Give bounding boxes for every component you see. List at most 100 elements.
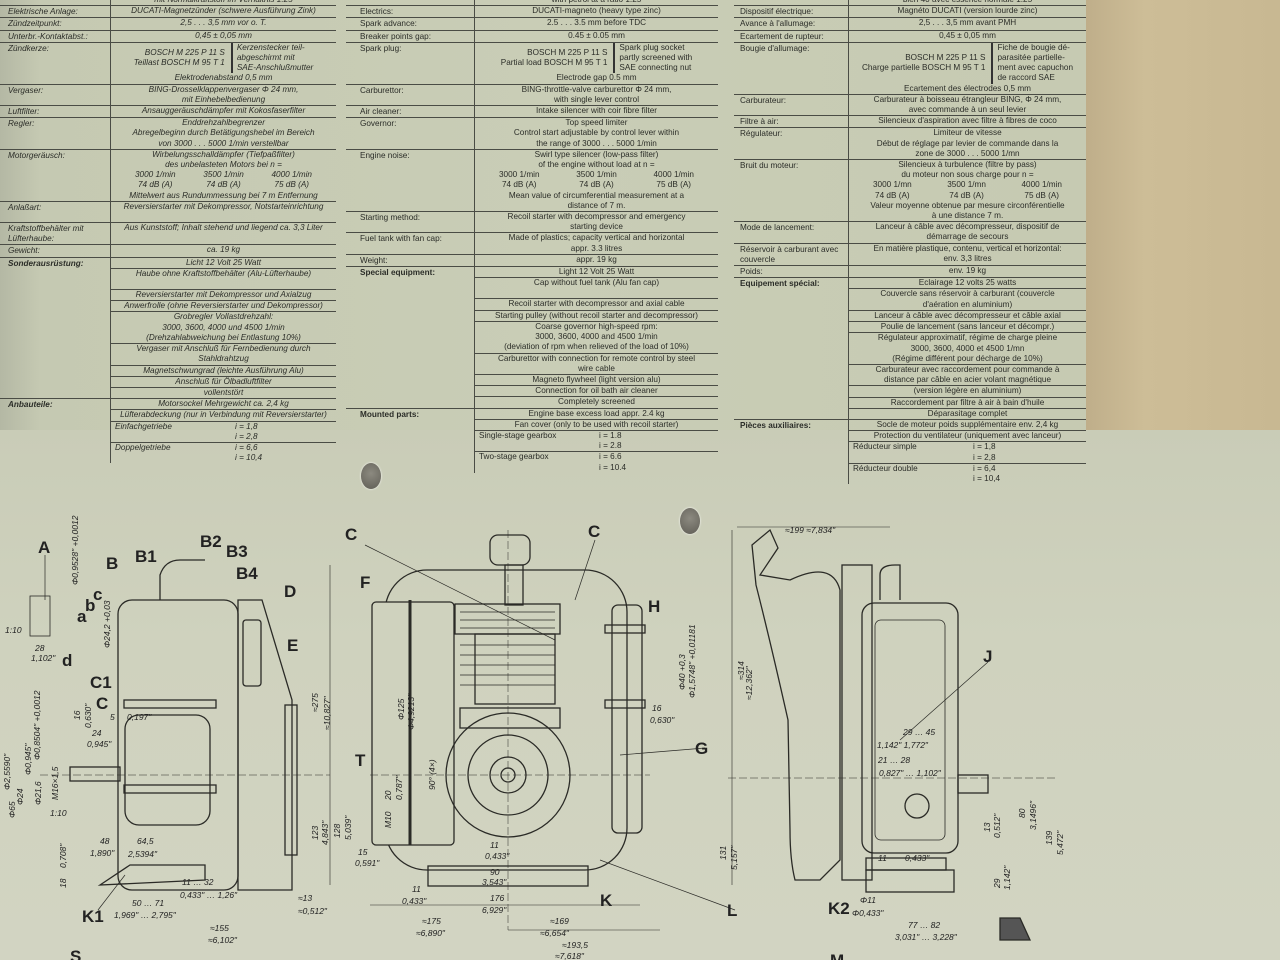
side-view-right: [728, 526, 1055, 941]
spec-label: Zündkerze:: [8, 43, 49, 53]
value-line: BOSCH M 225 P 11 S: [527, 47, 608, 57]
label-a-upper: A: [38, 538, 50, 557]
front-view-center: [370, 530, 660, 931]
dim: 29: [992, 878, 1002, 889]
spec-values: Reversierstarter mit Dekompressor, Notst…: [110, 201, 336, 223]
spec-value-row: BING-throttle-valve carburettor Φ 24 mm,…: [475, 85, 718, 105]
value-line: 3000, 3600, 4000 and 4500 1/min: [535, 332, 658, 342]
spec-label: Ecartement de rupteur:: [740, 31, 824, 41]
spec-values: Ansauggeräuschdämpfer mit Kokosfaserfilt…: [110, 106, 336, 118]
ratio-line: i = 6,6: [235, 442, 258, 452]
value-line: avec commande à un seul levier: [908, 105, 1027, 115]
dim: 16: [72, 710, 82, 720]
spec-value-row: Connection for oil bath air cleaner: [475, 385, 718, 396]
spec-row: Poids: env. 19 kg: [734, 265, 1086, 278]
value-line: SAE connecting nut: [619, 63, 692, 73]
value-line: Connection for oil bath air cleaner: [535, 386, 658, 396]
spec-values: Socle de moteur poids supplémentaire env…: [848, 419, 1086, 485]
value-line: Recoil starter with decompressor and eme…: [507, 212, 686, 222]
spec-values: with petrol at a ratio 1:25: [474, 0, 718, 6]
value-line: 4000 1/min: [271, 170, 312, 180]
engine-body: [117, 599, 239, 891]
value-line: Stahldrahtzug: [198, 354, 249, 364]
dim: 1,142": [1002, 865, 1012, 890]
spec-row: Engine noise:Swirl type silencer (low-pa…: [346, 148, 718, 212]
dim: 24: [91, 728, 102, 738]
value-line: Spark plug socket: [619, 42, 685, 52]
spec-value-row: Recoil starter with decompressor and axi…: [475, 298, 718, 309]
spec-row: Kraftstoffbehälter mit Lüfterhaube:Aus K…: [0, 222, 336, 245]
value-line: 0,45 ± 0,05 mm: [939, 30, 996, 40]
spec-value-row: env. 19 kg: [849, 266, 1086, 276]
spec-values: Intake silencer with coir fibre filter: [474, 106, 718, 118]
value-line: Anschluß für Ölbadluftfilter: [175, 376, 272, 386]
spec-value-row: with petrol at a ratio 1:25: [475, 0, 718, 5]
dim: 77 … 82: [908, 920, 940, 930]
spec-row: Gewicht:ca. 19 kg: [0, 244, 336, 257]
crankcase-window: [124, 714, 211, 826]
dim: 11: [490, 840, 499, 850]
spec-value-row: vollentstört: [111, 386, 336, 398]
spec-group: Anbauteile: Motorsockel Mehrgewicht ca. 2…: [0, 398, 336, 464]
label-m: M: [830, 951, 844, 960]
spec-values: Made of plastics; capacity vertical and …: [474, 233, 718, 254]
label-t: T: [355, 751, 366, 770]
spec-sheet-page: [0, 0, 1090, 440]
spec-label: Weight:: [360, 255, 388, 265]
dim: Φ0,433": [852, 908, 884, 918]
fuel-tank: [861, 602, 959, 854]
spec-value-row: Raccordement par filtre à air à bain d'h…: [849, 396, 1086, 408]
value-line: Poulie de lancement (sans lanceur et déc…: [880, 322, 1055, 332]
value-line: Aus Kunststoff; Inhalt stehend und liege…: [124, 223, 323, 233]
spec-values: ca. 19 kg: [110, 245, 336, 257]
dim: 0,512": [992, 813, 1002, 838]
value-line: Mittelwert aus Rundummessung bei 7 m Ent…: [129, 190, 318, 200]
gearbox-label: Réducteur double: [853, 463, 918, 473]
value-line: 3000 1/min: [499, 170, 540, 180]
spec-value-row: Completely screened: [475, 396, 718, 407]
ratio-line: i = 2,8: [235, 431, 258, 441]
value-line: 74 dB (A): [579, 180, 614, 190]
dim: 0,827" … 1,102": [879, 768, 942, 778]
spec-label: Anbauteile:: [8, 400, 53, 410]
spec-label: Pièces auxiliaires:: [740, 420, 812, 430]
value-line: 2.5 . . . 3.5 mm before TDC: [546, 18, 647, 28]
spec-value-row: Motorsockel Mehrgewicht ca. 2,4 kg: [111, 399, 336, 409]
spec-label: Poids:: [740, 267, 763, 277]
gearbox-label: Doppelgetriebe: [115, 442, 171, 452]
spec-label: Spark plug:: [360, 43, 402, 53]
value-line: the range of 3000 . . . 5000 1/min: [536, 138, 657, 148]
spec-value-row: Licht 12 Volt 25 Watt: [111, 258, 336, 268]
spec-values: BING-Drosselklappenvergaser Φ 24 mm,mit …: [110, 84, 336, 106]
dim: Φ11: [860, 895, 876, 905]
dim: ≈12,362": [744, 665, 754, 700]
value-line: starting device: [570, 222, 623, 232]
value-line: Motorsockel Mehrgewicht ca. 2,4 kg: [158, 399, 289, 409]
value-line: Light 12 Volt 25 Watt: [558, 267, 635, 277]
dim: 0,630": [83, 703, 93, 728]
spec-value-row: Anwerfrolle (ohne Reversierstarter und D…: [111, 300, 336, 311]
spec-row: Elektrische Anlage:DUCATI-Magnetzünder (…: [0, 5, 336, 18]
dim: ≈175: [422, 916, 441, 926]
dim: 6,929": [482, 905, 507, 915]
spec-label: Bruit du moteur:: [740, 161, 799, 171]
value-line: parasitée partielle-: [997, 53, 1065, 63]
spec-value-row: Protection du ventilateur (uniquement av…: [849, 430, 1086, 441]
spec-row: Carburateur:Carburateur à boisseau étran…: [734, 93, 1086, 116]
label-d: D: [284, 582, 296, 601]
spec-row: bien 40 avec essence normale 1:25: [734, 0, 1086, 6]
value-line: Cap without fuel tank (Alu fan cap): [533, 278, 660, 288]
value-line: Magnéto DUCATI (version lourde zinc): [897, 6, 1038, 16]
value-line: vollentstört: [203, 387, 244, 397]
value-line: appr. 19 kg: [576, 254, 617, 264]
drawing-page: [0, 430, 1280, 960]
spec-label: Filtre à air:: [740, 117, 779, 127]
